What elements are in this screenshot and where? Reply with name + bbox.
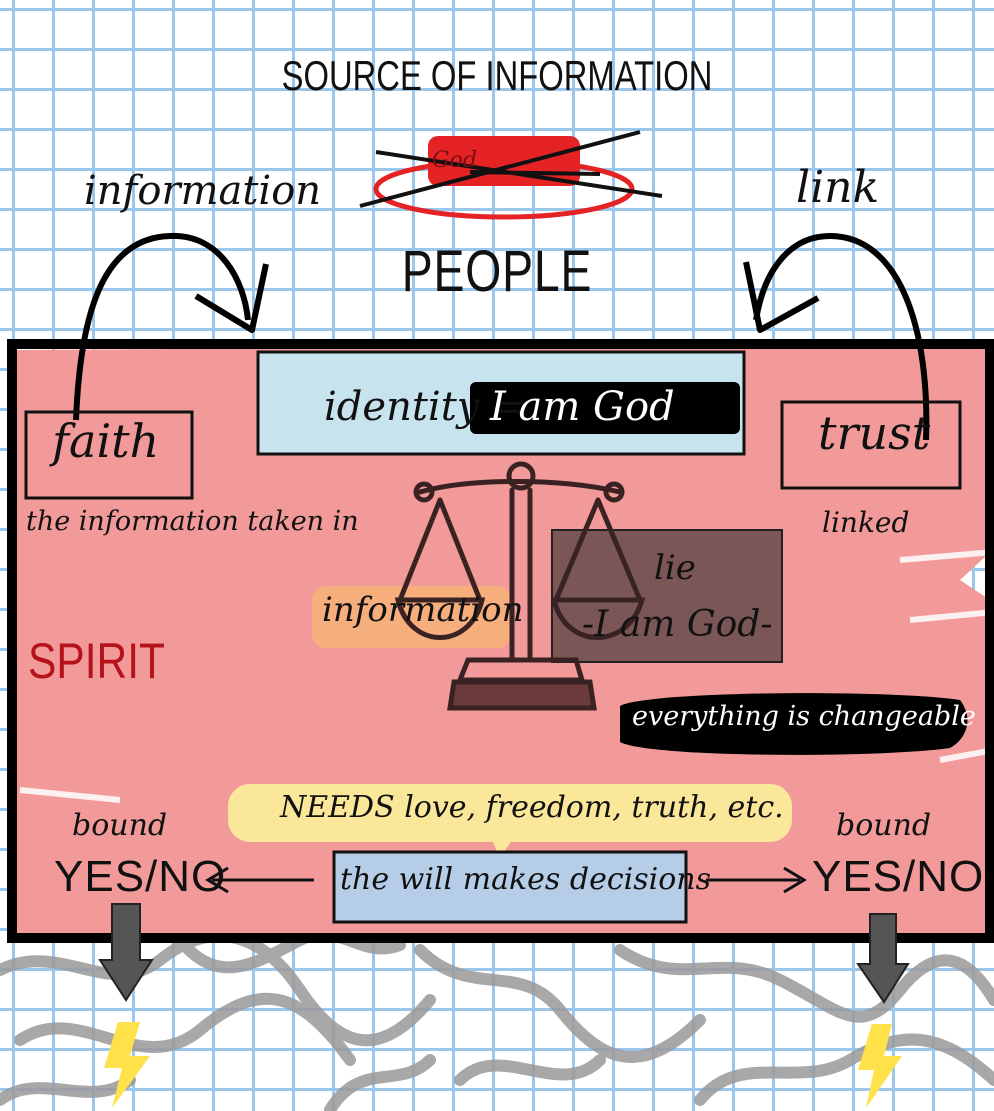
lightning-right-icon bbox=[858, 1024, 902, 1108]
left-curved-arrow bbox=[73, 232, 251, 421]
scale-icon bbox=[394, 461, 646, 711]
identity-value: I am God bbox=[490, 384, 675, 430]
lightning-left-icon bbox=[104, 1022, 150, 1108]
iam-god-highlight bbox=[470, 382, 740, 434]
trust-caption: linked bbox=[822, 506, 910, 539]
lie-label: lie bbox=[654, 548, 696, 588]
identity-box bbox=[256, 350, 746, 456]
identity-label: identity = bbox=[324, 384, 526, 430]
yesno-left: YES/NO bbox=[54, 852, 227, 901]
needs-bubble bbox=[228, 784, 792, 842]
right-curved-arrow bbox=[753, 232, 930, 441]
people-label: PEOPLE bbox=[401, 239, 593, 304]
trust-box bbox=[780, 400, 962, 490]
faith-caption: the information taken in bbox=[26, 506, 359, 537]
needs-label: NEEDS love, freedom, truth, etc. bbox=[280, 790, 784, 825]
right-arrow-label: link bbox=[796, 162, 880, 213]
bound-left: bound bbox=[72, 808, 168, 843]
yesno-right: YES/NO bbox=[812, 852, 985, 901]
lie-box bbox=[551, 529, 783, 663]
brain-texture bbox=[0, 928, 994, 1111]
spirit-label: SPIRIT bbox=[28, 633, 165, 689]
lie-value: -I am God- bbox=[582, 604, 773, 645]
down-arrow-left bbox=[98, 903, 154, 1002]
panel-border bbox=[7, 339, 994, 943]
arrow-to-left-yesno bbox=[205, 866, 314, 894]
faith-label: faith bbox=[52, 414, 160, 468]
crossed-out-word: God bbox=[432, 148, 477, 173]
arrow-to-right-yesno bbox=[706, 866, 807, 894]
down-arrow-right bbox=[856, 913, 910, 1004]
will-label: the will makes decisions bbox=[340, 862, 711, 897]
brush-streaks bbox=[19, 549, 994, 803]
changeable-label: everything is changeable bbox=[632, 701, 976, 732]
left-arrow-label: information bbox=[84, 168, 322, 214]
will-box bbox=[332, 850, 688, 924]
faith-box bbox=[24, 410, 194, 500]
god-circle bbox=[373, 158, 635, 220]
bound-right: bound bbox=[836, 808, 932, 843]
changeable-banner bbox=[620, 693, 968, 755]
page-title: SOURCE OF INFORMATION bbox=[281, 52, 713, 99]
trust-label: trust bbox=[818, 406, 931, 460]
scale-left-label: information bbox=[322, 590, 524, 630]
cross-out-lines bbox=[359, 130, 663, 208]
